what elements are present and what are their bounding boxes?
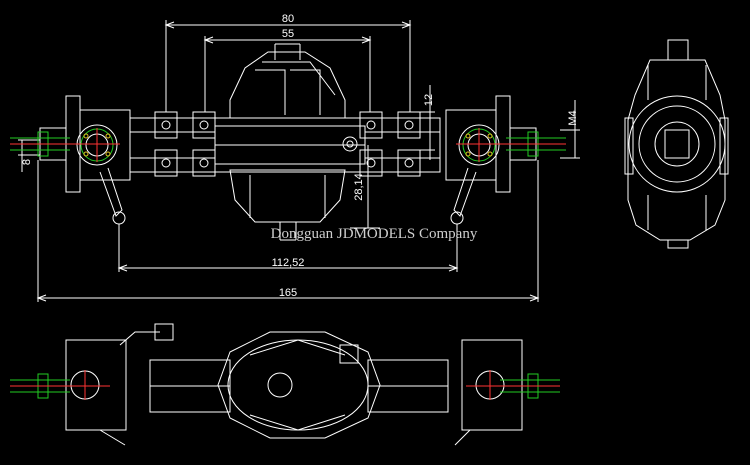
dimension-80 (164, 20, 412, 112)
dimension-112-52-label: 112,52 (272, 257, 305, 269)
dimension-55 (203, 36, 372, 112)
dimension-55-label: 55 (282, 28, 294, 40)
top-view (65, 323, 523, 446)
link-brackets (154, 111, 421, 177)
dimension-m4-label: M4 (567, 110, 579, 125)
colored-details (10, 128, 566, 400)
company-watermark: Dongguan JDMODELS Company (271, 226, 478, 242)
dimension-m4 (560, 100, 580, 159)
differential-housing (229, 43, 346, 241)
right-steering-knuckle (445, 95, 537, 225)
dimension-28-14 (350, 145, 380, 229)
dimension-165 (36, 160, 540, 302)
dimension-12 (420, 85, 435, 160)
dimension-8 (18, 139, 40, 172)
dimension-12-label: 12 (423, 94, 435, 106)
side-view (624, 39, 729, 249)
dimension-8-label: 8 (21, 159, 33, 165)
dimension-165-label: 165 (279, 287, 297, 299)
left-steering-knuckle (39, 95, 131, 225)
dimension-112-52 (117, 224, 459, 272)
dimension-80-label: 80 (282, 13, 294, 25)
dimension-28-14-label: 28,14 (353, 173, 365, 201)
